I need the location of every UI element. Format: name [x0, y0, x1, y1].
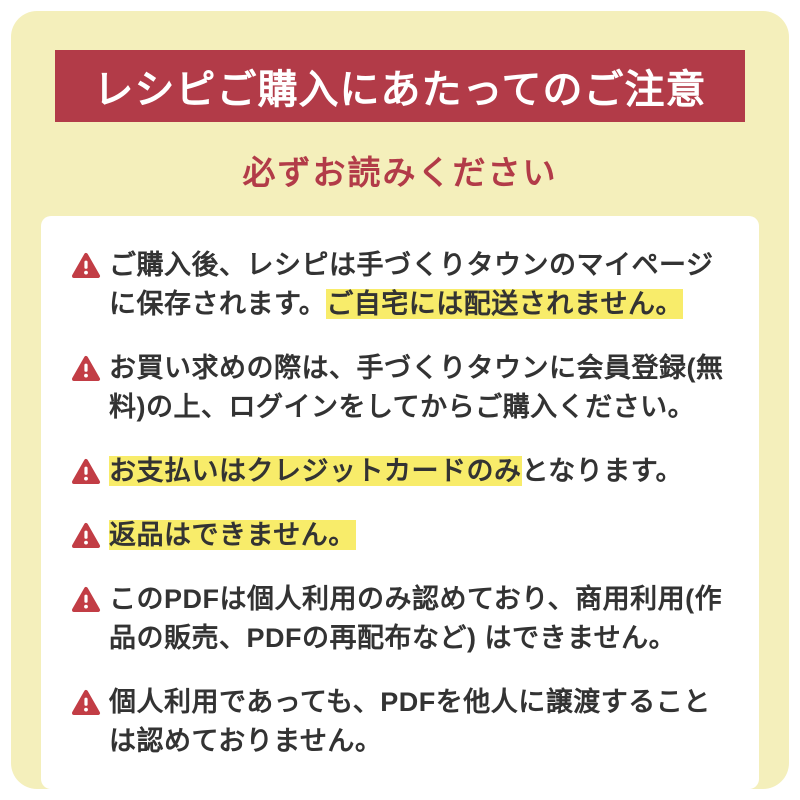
notice-text: 返品はできません。: [109, 516, 356, 555]
plain-text: このPDFは個人利用のみ認めており、商用利用(作品の販売、PDFの再配布など) …: [109, 584, 723, 653]
subtitle: 必ずお読みください: [242, 154, 558, 191]
notice-item: お支払いはクレジットカードのみとなります。: [71, 452, 733, 491]
notice-item: このPDFは個人利用のみ認めており、商用利用(作品の販売、PDFの再配布など) …: [71, 580, 733, 658]
warning-triangle-icon: [71, 452, 109, 485]
notice-text: お買い求めの際は、手づくりタウンに会員登録(無料)の上、ログインをしてからご購入…: [109, 349, 733, 427]
notice-panel: レシピご購入にあたってのご注意 必ずお読みください ご購入後、レシピは手づくりタ…: [11, 11, 789, 789]
plain-text: となります。: [521, 456, 683, 486]
plain-text: ご購入後、レシピは手づくりタウンのマイページに保存されます。: [109, 250, 714, 319]
highlighted-text: 返品はできません。: [109, 520, 356, 550]
notice-item: お買い求めの際は、手づくりタウンに会員登録(無料)の上、ログインをしてからご購入…: [71, 349, 733, 427]
warning-triangle-icon: [71, 246, 109, 279]
notice-text: ご購入後、レシピは手づくりタウンのマイページに保存されます。ご自宅には配送されま…: [109, 246, 733, 324]
notice-text: お支払いはクレジットカードのみとなります。: [109, 452, 683, 491]
plain-text: 個人利用であっても、PDFを他人に譲渡することは認めておりません。: [109, 687, 711, 756]
warning-triangle-icon: [71, 516, 109, 549]
notice-item: 個人利用であっても、PDFを他人に譲渡することは認めておりません。: [71, 683, 733, 761]
header-banner: レシピご購入にあたってのご注意: [55, 50, 745, 122]
notice-card: ご購入後、レシピは手づくりタウンのマイページに保存されます。ご自宅には配送されま…: [41, 216, 759, 789]
warning-triangle-icon: [71, 349, 109, 382]
notice-item: ご購入後、レシピは手づくりタウンのマイページに保存されます。ご自宅には配送されま…: [71, 246, 733, 324]
warning-triangle-icon: [71, 683, 109, 716]
notice-text: このPDFは個人利用のみ認めており、商用利用(作品の販売、PDFの再配布など) …: [109, 580, 733, 658]
page-title: レシピご購入にあたってのご注意: [93, 68, 707, 112]
notice-list: ご購入後、レシピは手づくりタウンのマイページに保存されます。ご自宅には配送されま…: [71, 246, 733, 761]
highlighted-text: お支払いはクレジットカードのみ: [109, 456, 522, 486]
warning-triangle-icon: [71, 580, 109, 613]
highlighted-text: ご自宅には配送されません。: [326, 289, 684, 319]
plain-text: お買い求めの際は、手づくりタウンに会員登録(無料)の上、ログインをしてからご購入…: [109, 353, 724, 422]
notice-item: 返品はできません。: [71, 516, 733, 555]
notice-text: 個人利用であっても、PDFを他人に譲渡することは認めておりません。: [109, 683, 733, 761]
